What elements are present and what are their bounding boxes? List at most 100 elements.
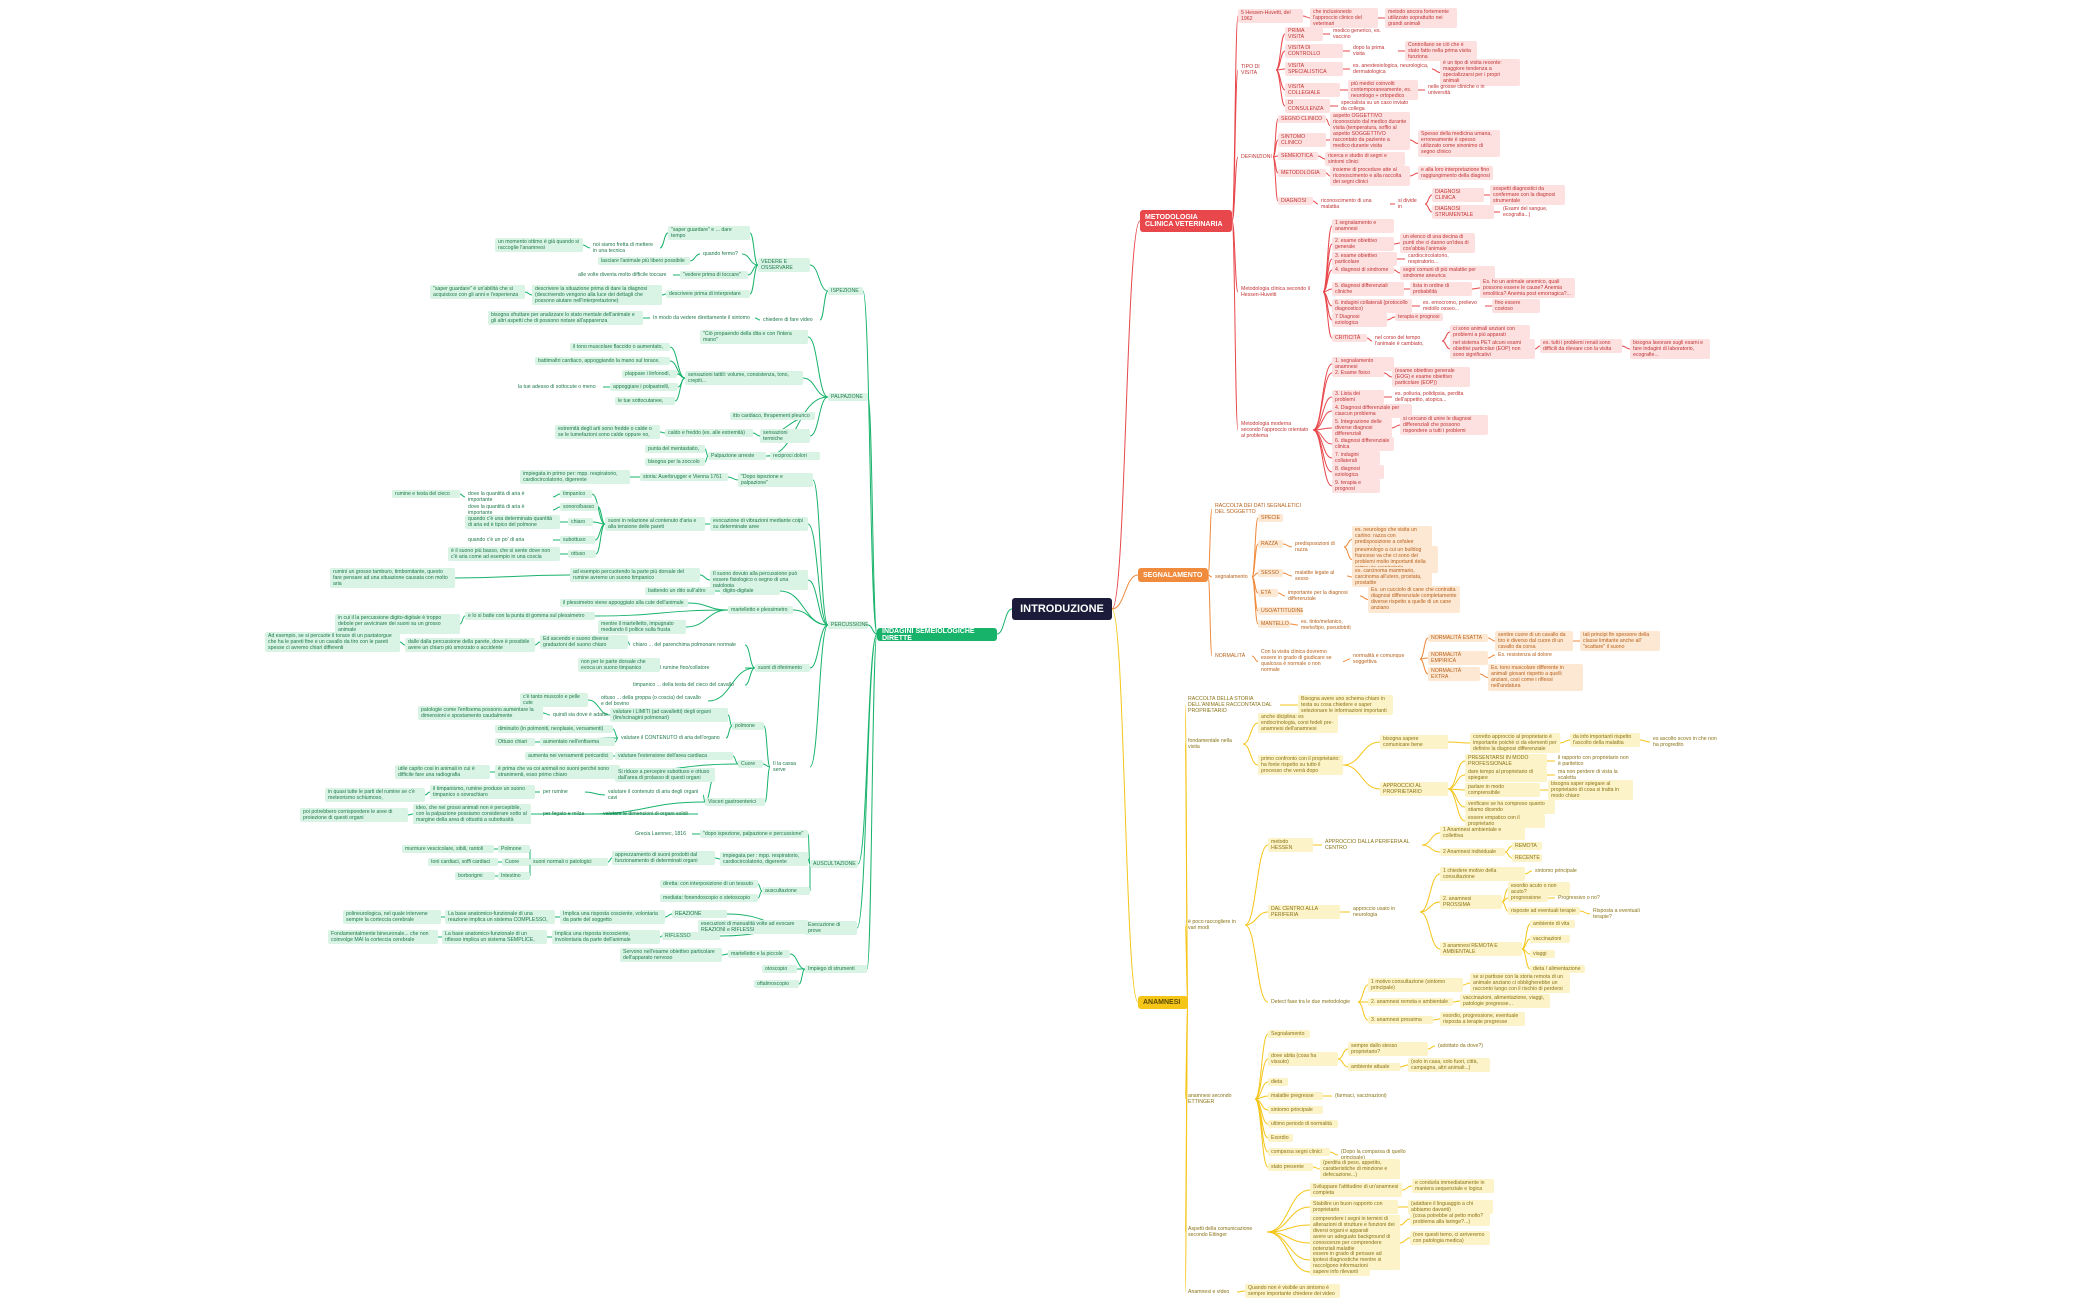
mindmap-node-g3p1[interactable]: valutare il contenuto di aria degli orga… (608, 789, 699, 802)
mindmap-node-g2b1[interactable]: il tono muscolare flaccido o aumentato, (570, 343, 670, 352)
mindmap-node-y2c1[interactable]: 1 motivo consultazione (sintomo principa… (1368, 978, 1463, 993)
mindmap-node-o2[interactable]: NORMALITÀ (1215, 653, 1246, 659)
mindmap-node-g5a3[interactable]: La base anatomico-funzionale di una reaz… (445, 910, 555, 925)
mindmap-node-g3i[interactable]: digito-digitale (720, 587, 780, 596)
mindmap-node-r3e1[interactable]: riconoscimento di una malattia (1321, 198, 1372, 211)
mindmap-node-r1[interactable]: 5 Hessen-Huvetti, del 1962 (1238, 9, 1303, 24)
mindmap-node-g2d3[interactable]: bisogna per la zoccolo (645, 458, 705, 467)
mindmap-node-y3d[interactable]: malattie pregresse (1268, 1092, 1323, 1101)
mindmap-node-g1b1[interactable]: In modo da vedere direttamente il sintom… (653, 315, 750, 321)
mindmap-node-g3f[interactable]: subottuso (560, 536, 595, 545)
mindmap-node-g4c1[interactable]: murmure vescicolare, sibili, rantoli (402, 845, 494, 854)
mindmap-node-g3c2[interactable]: rumine e testa del cieco (392, 490, 460, 499)
mindmap-node-r4e[interactable]: 5. diagnosi differenziali cliniche (1332, 282, 1404, 297)
mindmap-node-y3i[interactable]: stato presente (1268, 1163, 1313, 1172)
mindmap-node-g3c[interactable]: timpanico (560, 490, 592, 499)
mindmap-node-g1a1[interactable]: "saper guardare" e ... dare tempo (668, 226, 750, 241)
mindmap-node-y4b1[interactable]: (adattare il linguaggio a chi abbiamo da… (1408, 1200, 1493, 1215)
mindmap-node-g6[interactable]: Impiego di strumenti (805, 965, 867, 974)
mindmap-node-r4f2[interactable]: fino essere costoso (1492, 299, 1540, 314)
mindmap-node-g3k[interactable]: suoni di riferimento (755, 664, 810, 673)
mindmap-node-y3e[interactable]: sintomo principale (1268, 1106, 1323, 1115)
mindmap-node-y1d2[interactable]: il rapporto con proprietario non è parit… (1558, 755, 1629, 768)
mindmap-node-g4e1[interactable]: borborigmi (455, 872, 495, 881)
mindmap-node-y1c[interactable]: bisogna sapere comunicare bene (1380, 735, 1448, 750)
mindmap-node-g3i1[interactable]: battendo un dito sull'altro (645, 587, 715, 596)
mindmap-node-y2a3[interactable]: 2 Anamnesi individuale (1440, 848, 1505, 857)
mindmap-node-g2d[interactable]: Palpazione arreste (708, 452, 766, 461)
mindmap-node-o2e1[interactable]: Es. tono muscolare differente in animali… (1488, 664, 1583, 691)
mindmap-node-g3o2[interactable]: aumenta nei versamenti pericardici (525, 752, 613, 761)
mindmap-node-r3c[interactable]: SEMEIOTICA (1278, 152, 1318, 161)
mindmap-node-r4h3[interactable]: nel sistema PET alcuni esami obiettivi p… (1450, 339, 1535, 360)
mindmap-node-r3e4a[interactable]: (Esami del sangue, ecografia...) (1503, 206, 1548, 219)
mindmap-node-y3h[interactable]: comparsa segni clinici (1268, 1148, 1330, 1157)
mindmap-node-g3h1[interactable]: ad esempio percuotendo la parte più dors… (570, 568, 700, 583)
mindmap-node-r3b2[interactable]: Spesso della medicina umana, erroneament… (1418, 130, 1500, 157)
mindmap-node-r5a[interactable]: 1. segnalamento anamnesi (1332, 357, 1394, 372)
mindmap-node-y3b2[interactable]: (adottato da dove?) (1438, 1043, 1483, 1049)
mindmap-node-o1c[interactable]: SESSO (1258, 569, 1283, 578)
mindmap-node-g1a6[interactable]: "vedere prima di toccare" (680, 271, 748, 280)
mindmap-node-o2c[interactable]: NORMALITÀ ESATTA (1428, 634, 1488, 643)
mindmap-node-o1c1[interactable]: malattie legate al sesso (1295, 570, 1335, 583)
mindmap-node-g4e[interactable]: Intestino (498, 872, 530, 881)
mindmap-node-g3j1[interactable]: il plessimetro viene appoggiato alla cut… (560, 599, 688, 608)
mindmap-node-g2b5[interactable]: le tue sottocutanee, (615, 397, 675, 406)
mindmap-node-g3m[interactable]: polmone (732, 722, 764, 731)
mindmap-node-r5i[interactable]: 9. terapia e prognosi (1332, 479, 1380, 494)
mindmap-node-r4a[interactable]: 1 segnalamento e anamnesi (1332, 219, 1394, 234)
mindmap-node-g1a9[interactable]: descrivere la situazione prima di dare l… (532, 285, 662, 306)
mindmap-node-g3p5[interactable]: in quasi tutte le parti del rumine se c'… (325, 788, 425, 803)
mindmap-node-r2c2[interactable]: è un tipo di visita recente: maggiore te… (1440, 59, 1520, 86)
mindmap-node-g2c[interactable]: sensazioni termiche (760, 429, 810, 444)
mindmap-node-g4b[interactable]: impiegata per : mpp. respiratorio, cardi… (720, 852, 808, 867)
mindmap-node-g2b[interactable]: sensazioni tattili: volume, consistenza,… (685, 371, 803, 386)
mindmap-node-y2c4[interactable]: vaccinazioni, alimentazione, viaggi, pat… (1460, 994, 1550, 1009)
mindmap-node-y4e[interactable]: essere in grado di pensare ad ipotesi di… (1310, 1250, 1400, 1271)
mindmap-node-y4[interactable]: Aspetti della comunicazione secondo Etti… (1188, 1226, 1253, 1239)
mindmap-node-y3c[interactable]: dieta (1268, 1078, 1288, 1087)
mindmap-node-g5b3[interactable]: Fondamentalmente bineuronale... che non … (328, 930, 438, 945)
mindmap-node-o1f1[interactable]: es. tinto/melanico, merle/tipo, pseudotr… (1301, 619, 1351, 632)
mindmap-node-r4f1[interactable]: es. emocromo, prelievo midollo osseo... (1423, 300, 1477, 313)
mindmap-node-r4f[interactable]: 6. indagini collaterali (protocollo diag… (1332, 299, 1412, 314)
mindmap-node-g3e[interactable]: chiaro (568, 518, 593, 527)
mindmap-node-g5a4[interactable]: polineurologica, nel quale intervene sem… (343, 910, 441, 925)
mindmap-node-g3j4[interactable]: mentre il martelletto, impugnato mediand… (598, 620, 686, 635)
mindmap-node-y2[interactable]: è poco raccogliere in vari modi (1188, 919, 1236, 932)
mindmap-node-r2e1[interactable]: specialista su un caso inviato da colleg… (1341, 100, 1409, 113)
mindmap-node-y2b13[interactable]: viaggi (1530, 950, 1555, 959)
branch-metodologia[interactable]: METODOLOGIA CLINICA VETERINARIA (1140, 210, 1232, 232)
mindmap-node-y3b3[interactable]: ambiente attuale (1348, 1063, 1400, 1072)
mindmap-node-r5[interactable]: Metodologia moderna secondo l'approccio … (1241, 421, 1309, 440)
mindmap-node-g3a[interactable]: "Dopo ispezione e palpazione" (738, 473, 813, 488)
mindmap-node-r5d[interactable]: 4. Diagnosi differenziale per ciascun pr… (1332, 404, 1412, 419)
mindmap-node-r4g1[interactable]: terapia e prognosi (1395, 313, 1443, 322)
mindmap-node-g3k5[interactable]: chiaro ... del rumine fino/collatore (633, 665, 710, 671)
mindmap-node-g3j2[interactable]: e lo si batte con la punta di gomma sul … (465, 612, 595, 621)
mindmap-node-g3n1[interactable]: diminuito (in polmoniti, neoplasie, vers… (495, 725, 613, 734)
mindmap-node-y1c1[interactable]: corretto approccio al proprietario è imp… (1470, 733, 1560, 754)
mindmap-node-y3g[interactable]: Esordio (1268, 1134, 1293, 1143)
mindmap-node-o1d1[interactable]: importante per la diagnosi differenziale (1288, 590, 1348, 603)
mindmap-node-g2d1[interactable]: punta del mentastaito, (645, 445, 705, 454)
mindmap-node-g3k1[interactable]: chiaro ... del parenchima polmonare norm… (633, 642, 736, 648)
mindmap-node-o2c2[interactable]: tali principi fin spessore della classe … (1580, 631, 1660, 652)
branch-indagini[interactable]: INDAGINI SEMEIOLOGICHE DIRETTE (877, 628, 997, 642)
mindmap-node-g4d1[interactable]: toni cardiaci, soffi cardiaci (428, 858, 498, 867)
mindmap-node-y3h1[interactable]: (Dopo la comparsa di quello principale) (1341, 1149, 1406, 1161)
mindmap-node-r3d[interactable]: METODOLOGIA (1278, 169, 1326, 178)
mindmap-node-g2b2[interactable]: battimaltri cardiaco, appoggiando la man… (535, 357, 670, 366)
mindmap-node-y3a[interactable]: Segnalamento (1268, 1030, 1310, 1039)
mindmap-node-o1b[interactable]: RAZZA (1258, 540, 1283, 549)
mindmap-node-y1d3[interactable]: dare tempo al proprietario di spiegare (1465, 768, 1547, 783)
mindmap-node-r4e2[interactable]: Es. ho un animale anemico, quali possono… (1480, 278, 1575, 299)
mindmap-node-y1d4[interactable]: ma non perdere di vista la scaletta (1558, 769, 1618, 782)
mindmap-node-y4c1[interactable]: (cosa potrebbe al petto molto? problema … (1410, 1212, 1490, 1227)
mindmap-node-o1[interactable]: segnalamento (1215, 574, 1248, 580)
mindmap-node-y2a2[interactable]: 1 Anamnesi ambientale e collettiva (1440, 826, 1525, 841)
mindmap-node-g3e1[interactable]: quando c'è una determinata quantità di a… (465, 515, 560, 530)
mindmap-node-g3q1[interactable]: valutare le dimensioni di organi solidi (603, 811, 688, 817)
mindmap-node-r5c1[interactable]: es. poliuria, polidipsia, perdita dell'a… (1395, 391, 1464, 404)
